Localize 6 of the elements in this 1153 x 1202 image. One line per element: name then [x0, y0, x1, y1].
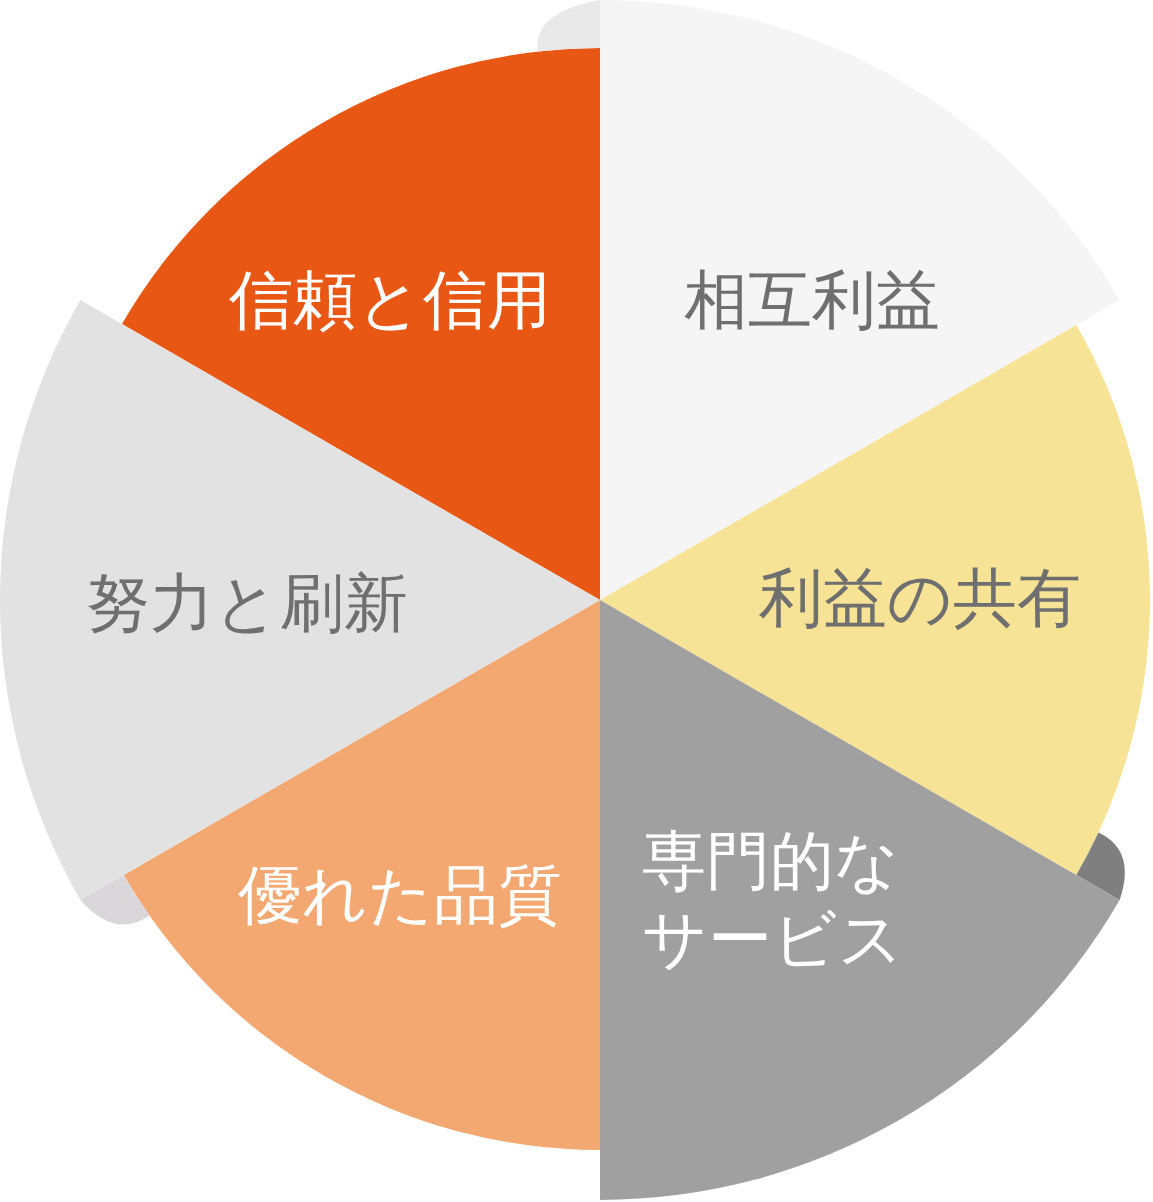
segment-label: 努力と刷新 — [85, 564, 409, 642]
segment-label: 信頼と信用 — [228, 261, 552, 339]
segment-label: 優れた品質 — [237, 856, 563, 934]
segment-label: 利益の共有 — [758, 559, 1082, 637]
segment-label: 相互利益 — [683, 261, 941, 339]
segment-label: 専門的なサービス — [642, 822, 905, 978]
